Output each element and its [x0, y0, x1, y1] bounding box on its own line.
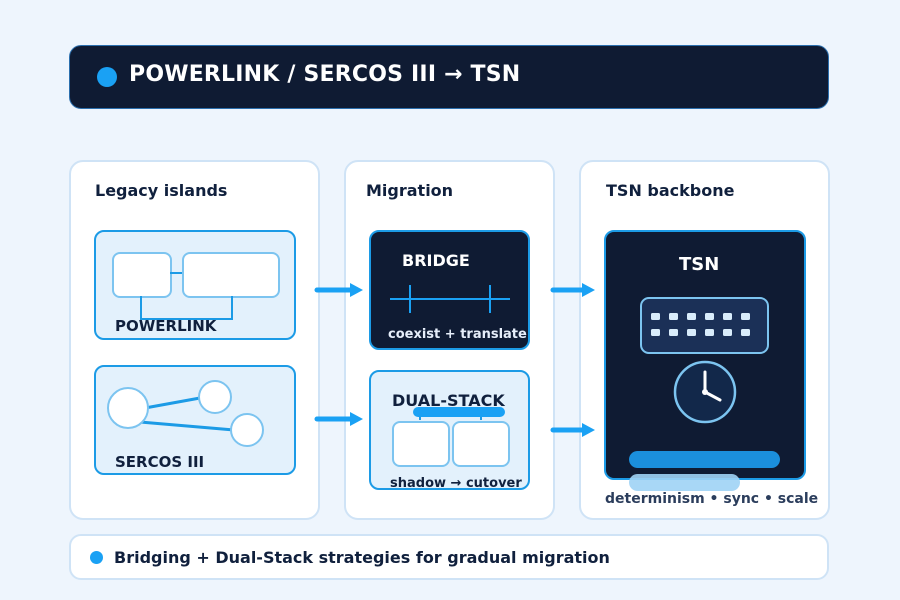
legacy-panel-title: Legacy islands [95, 181, 228, 200]
footer-note: Bridging + Dual-Stack strategies for gra… [69, 534, 829, 580]
bridge-caption: coexist + translate [388, 327, 527, 342]
tsn-label: TSN [679, 254, 720, 275]
sercos-node-icon [198, 380, 232, 414]
backbone-caption: determinism • sync • scale [605, 491, 819, 507]
bridge-card: BRIDGE coexist + translate [369, 230, 530, 350]
footer-text: Bridging + Dual-Stack strategies for gra… [114, 548, 610, 567]
dual-stack-bus-icon [413, 407, 505, 417]
switch-ports-icon [651, 313, 750, 336]
migration-panel-title: Migration [366, 181, 454, 200]
dual-stack-label: DUAL-STACK [392, 391, 505, 410]
sercos-link-line [144, 396, 201, 410]
tsn-bus-bar-icon [629, 451, 780, 468]
tsn-card: TSN [604, 230, 806, 480]
arrow-head-icon [350, 283, 363, 297]
arrow-head-icon [582, 283, 595, 297]
sercos-node-icon [107, 387, 149, 429]
page-title: POWERLINK / SERCOS III → TSN [129, 62, 521, 87]
tsn-bus-bar-icon [629, 474, 740, 491]
powerlink-bus-line [140, 296, 233, 320]
clock-center-icon [702, 389, 708, 395]
sercos-node-icon [230, 413, 264, 447]
arrow-head-icon [582, 423, 595, 437]
footer-dot-icon [90, 551, 103, 564]
sercos-label: SERCOS III [115, 453, 205, 471]
tsn-switch-icon [640, 297, 769, 354]
powerlink-node-box [182, 252, 280, 298]
dual-stack-box-left [392, 421, 450, 467]
bridge-label: BRIDGE [402, 251, 470, 270]
sercos-link-line [139, 420, 235, 432]
arrow-head-icon [350, 412, 363, 426]
dual-stack-box-right [452, 421, 510, 467]
title-bar: POWERLINK / SERCOS III → TSN [69, 45, 829, 109]
powerlink-label: POWERLINK [115, 317, 217, 335]
dual-stack-card: DUAL-STACK shadow → cutover [369, 370, 530, 491]
title-dot-icon [97, 67, 117, 87]
dual-stack-caption: shadow → cutover [390, 476, 522, 491]
backbone-panel-title: TSN backbone [606, 181, 735, 200]
powerlink-card: POWERLINK [94, 230, 296, 340]
